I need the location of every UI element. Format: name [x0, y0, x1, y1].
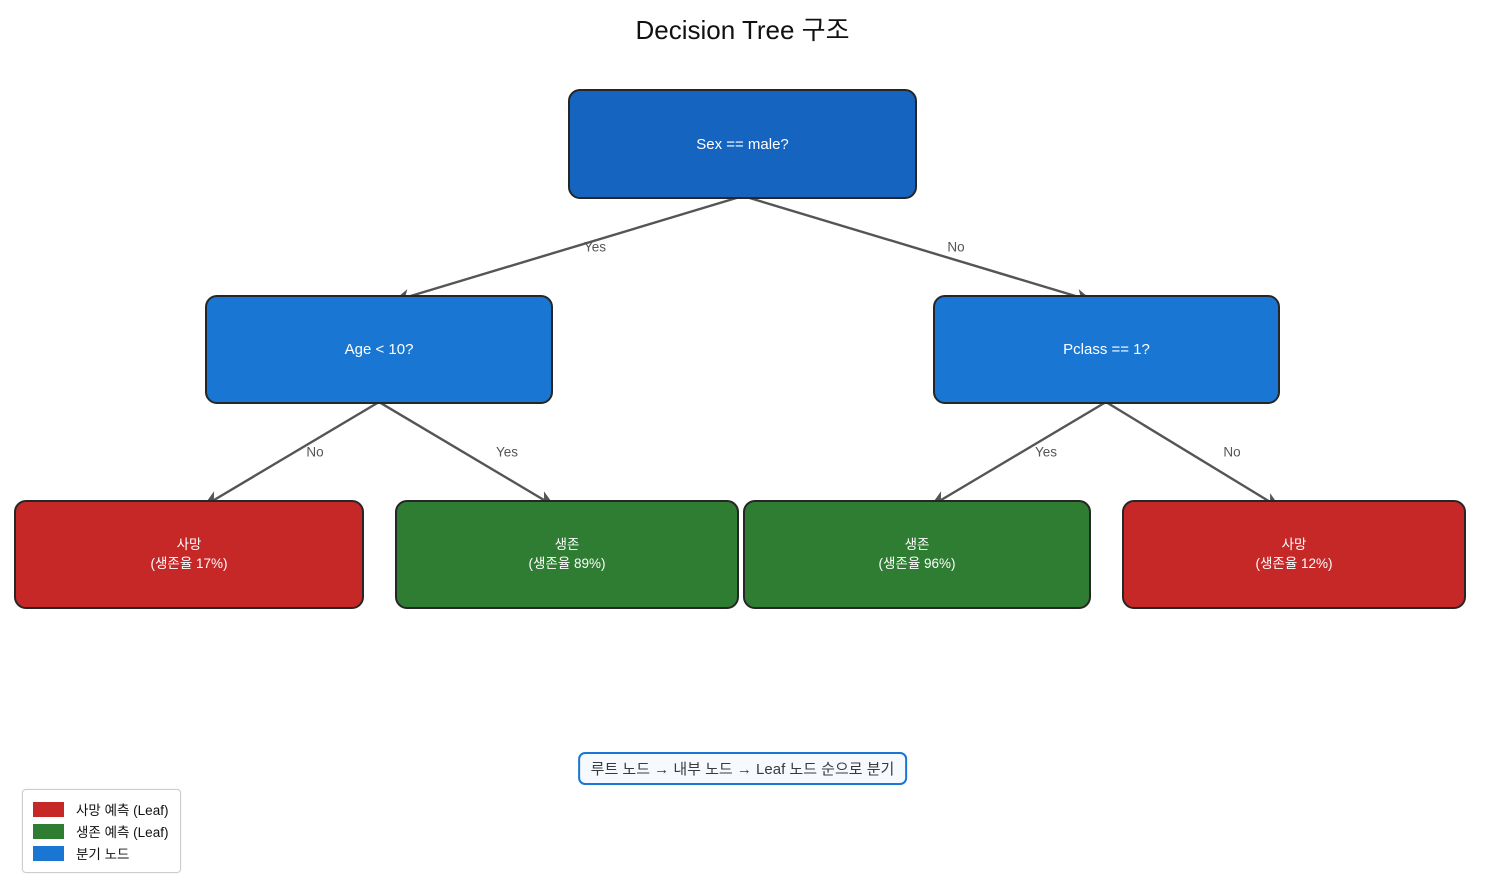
root-node-sex: Sex == male? — [568, 89, 917, 199]
leaf-label-outcome: 생존 — [904, 536, 930, 552]
leaf-label-outcome: 사망 — [176, 536, 202, 552]
figure-title: Decision Tree 구조 — [635, 15, 850, 45]
death-color-swatch — [33, 801, 64, 817]
root-node-label: Sex == male? — [696, 135, 789, 153]
legend-label: 생존 예측 (Leaf) — [76, 825, 169, 840]
split-color-swatch — [33, 845, 64, 861]
leaf-label-outcome: 사망 — [1281, 536, 1307, 552]
leaf-node-survive-96: 생존 (생존율 96%) — [743, 500, 1091, 609]
survive-color-swatch — [33, 823, 64, 839]
split-node-pclass-label: Pclass == 1? — [1063, 341, 1150, 358]
legend-item-death: 사망 예측 (Leaf) — [33, 798, 168, 820]
edge-label-pclass-no: No — [1223, 444, 1241, 460]
split-node-pclass: Pclass == 1? — [933, 295, 1280, 404]
legend-item-survive: 생존 예측 (Leaf) — [33, 820, 168, 842]
split-node-age: Age < 10? — [205, 295, 553, 404]
leaf-label-rate: (생존율 89%) — [528, 555, 606, 571]
split-node-age-label: Age < 10? — [344, 341, 414, 358]
leaf-label-rate: (생존율 96%) — [878, 555, 956, 571]
leaf-label-rate: (생존율 12%) — [1255, 555, 1333, 571]
legend-label: 분기 노드 — [76, 847, 130, 862]
edge-label-age-no: No — [306, 444, 324, 460]
edge-pclass-to-leaf-death-12 — [1105, 400, 1281, 510]
edge-label-age-yes: Yes — [495, 444, 519, 460]
edge-label-pclass-yes: Yes — [1034, 444, 1058, 460]
legend: 사망 예측 (Leaf) 생존 예측 (Leaf) 분기 노드 — [22, 789, 182, 873]
edge-root-to-pclass — [742, 194, 1094, 304]
leaf-node-death-17: 사망 (생존율 17%) — [14, 500, 364, 609]
leaf-node-death-12: 사망 (생존율 12%) — [1122, 500, 1466, 609]
legend-item-split: 분기 노드 — [33, 842, 168, 864]
edge-age-to-leaf-death-17 — [203, 400, 380, 508]
edge-label-root-no: No — [947, 239, 965, 255]
leaf-label-rate: (생존율 17%) — [150, 555, 228, 571]
leaf-label-outcome: 생존 — [554, 536, 580, 552]
leaf-node-survive-89: 생존 (생존율 89%) — [395, 500, 739, 609]
edge-label-root-yes: Yes — [583, 239, 607, 255]
edge-root-to-age — [392, 194, 744, 304]
flow-annotation: 루트 노드 → 내부 노드 → Leaf 노드 순으로 분기 — [577, 752, 908, 785]
edge-pclass-to-leaf-survive-96 — [930, 400, 1107, 508]
legend-label: 사망 예측 (Leaf) — [76, 803, 169, 818]
edge-age-to-leaf-survive-89 — [378, 400, 555, 508]
